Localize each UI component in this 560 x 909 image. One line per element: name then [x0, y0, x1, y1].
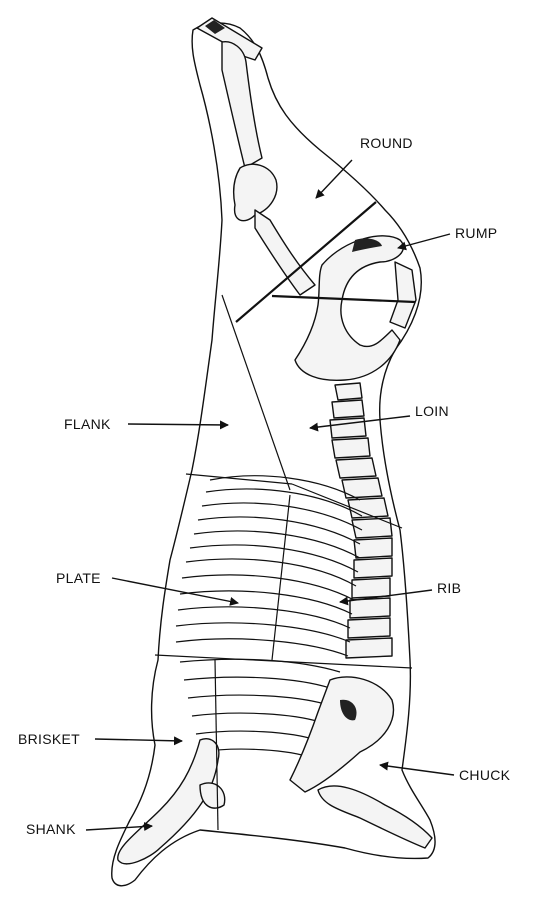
pelvis-bones [294, 235, 417, 382]
arrow-round [315, 159, 353, 199]
carcass-outline [111, 22, 436, 887]
arrow-chuck [379, 761, 455, 776]
label-plate: PLATE [56, 570, 101, 586]
arrow-plate [111, 577, 239, 606]
shoulder-bones [117, 676, 433, 865]
label-flank: FLANK [64, 416, 111, 432]
label-rib: RIB [437, 580, 461, 596]
arrow-rib [339, 589, 433, 606]
cut-lines [154, 201, 416, 831]
arrow-shank [85, 821, 153, 831]
arrow-brisket [94, 736, 183, 746]
arrow-loin [309, 415, 411, 432]
spine-vertebrae [329, 382, 393, 659]
label-loin: LOIN [415, 403, 449, 419]
label-rump: RUMP [455, 225, 497, 241]
arrow-flank [127, 420, 229, 430]
label-brisket: BRISKET [18, 731, 80, 747]
hind-leg-bones [196, 17, 316, 296]
label-chuck: CHUCK [459, 767, 511, 783]
label-round: ROUND [360, 135, 413, 151]
arrow-rump [397, 233, 451, 251]
label-shank: SHANK [26, 821, 76, 837]
rib-bones [175, 475, 363, 759]
